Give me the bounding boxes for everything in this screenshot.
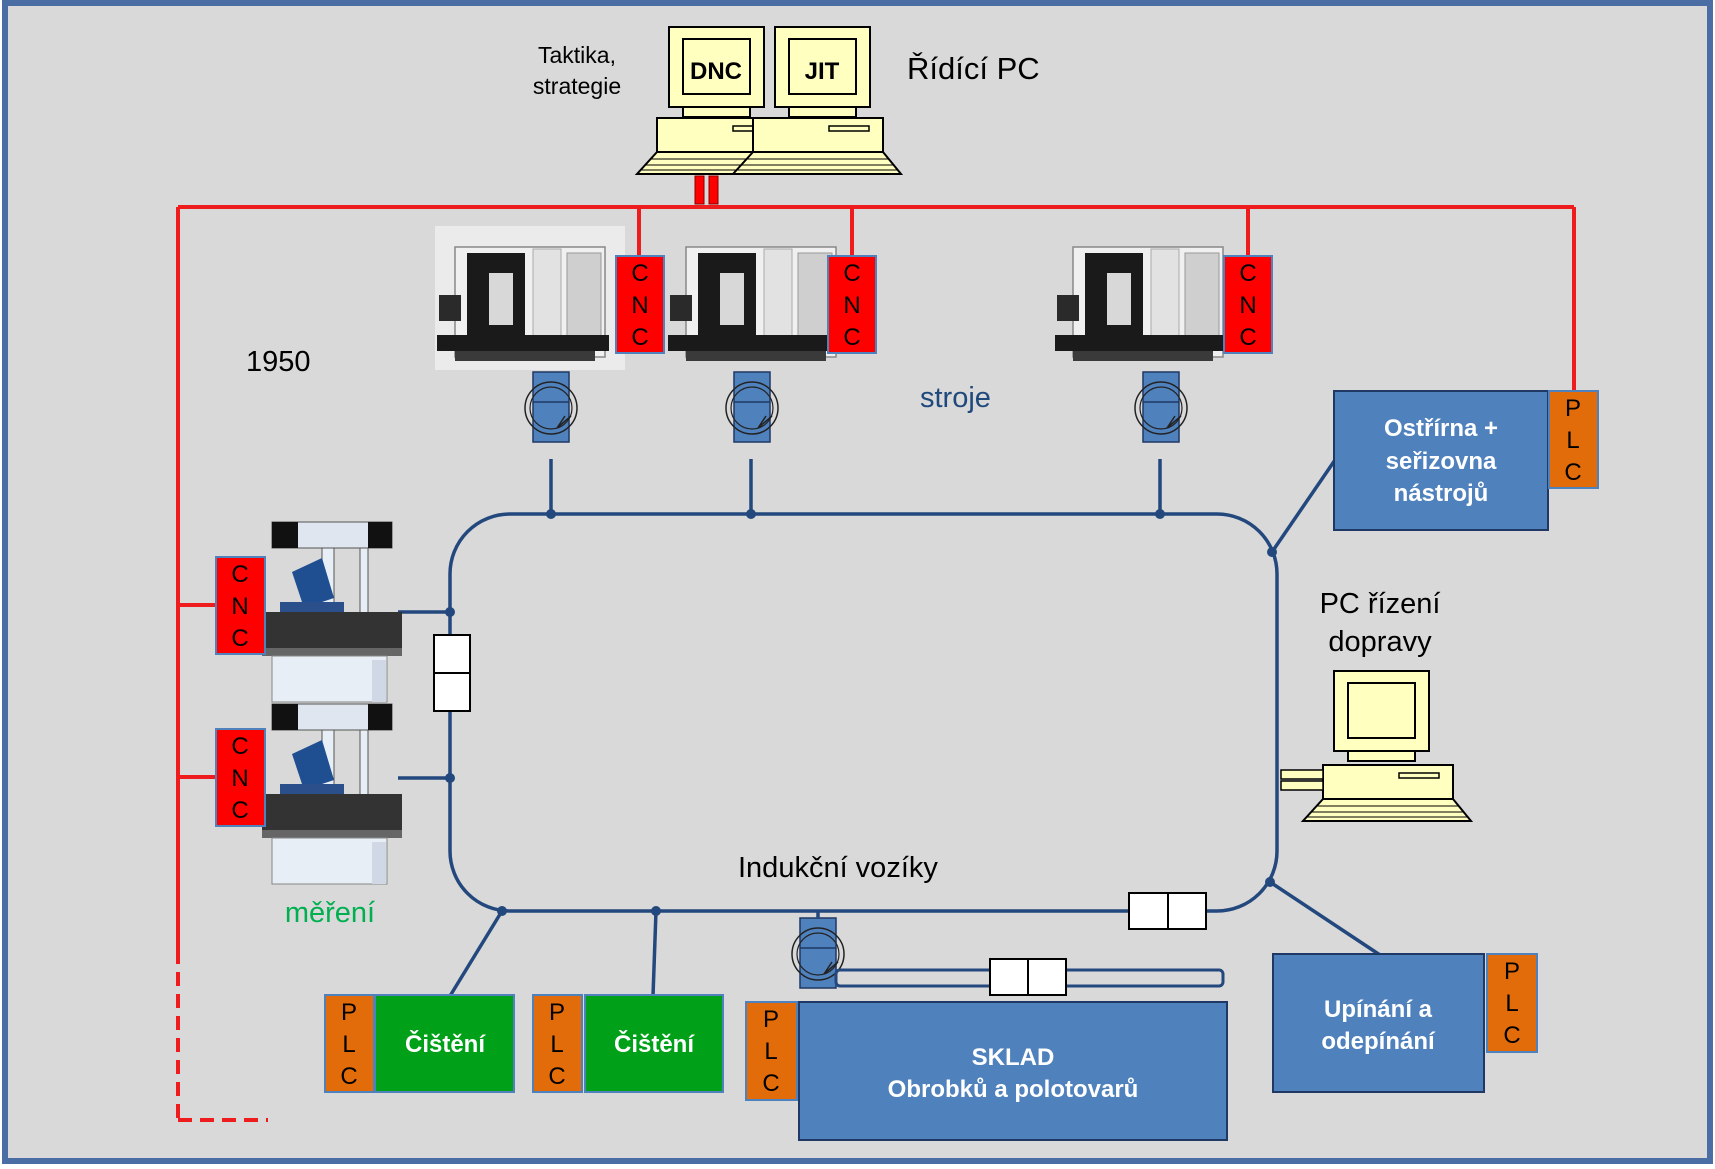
plc-letter: P: [1565, 395, 1581, 422]
dnc-label: DNC: [690, 58, 742, 85]
transport-pc-line2: dopravy: [1328, 626, 1432, 658]
machine-3: [1054, 246, 1228, 362]
cnc-letter: N: [231, 765, 248, 792]
induction-carts-label: Indukční vozíky: [738, 852, 938, 884]
pallet-rotator-3: [1134, 371, 1188, 443]
cnc-letter: C: [843, 324, 860, 351]
plc-letter: L: [1505, 990, 1518, 1017]
plc-box-clamping: P L C: [1486, 953, 1538, 1053]
cnc-letter: C: [231, 797, 248, 824]
cnc-box-machine-2: C N C: [827, 255, 877, 354]
cleaning-1-label: Čištění: [405, 1030, 486, 1058]
jit-label: JIT: [805, 58, 840, 85]
plc-letter: L: [550, 1031, 563, 1058]
plc-letter: C: [548, 1063, 565, 1090]
machines-label: stroje: [920, 382, 991, 414]
cnc-box-machine-1: C N C: [615, 255, 665, 354]
network-connector-right: [708, 175, 719, 205]
cnc-letter: C: [631, 324, 648, 351]
plc-box-cleaning-2: P L C: [532, 994, 583, 1093]
machine-1: [435, 226, 625, 370]
plc-letter: P: [1504, 958, 1520, 985]
cnc-letter: C: [631, 260, 648, 287]
tool-room-line2: seřizovna: [1386, 448, 1497, 475]
plc-letter: C: [762, 1070, 779, 1097]
cnc-letter: C: [843, 260, 860, 287]
warehouse-line2: Obrobků a polotovarů: [888, 1076, 1139, 1103]
cnc-letter: C: [231, 561, 248, 588]
transport-pc-cable: [1280, 769, 1324, 791]
plc-letter: P: [763, 1006, 779, 1033]
cnc-letter: C: [1239, 324, 1256, 351]
cnc-letter: C: [231, 733, 248, 760]
cleaning-station-2: Čištění: [584, 994, 724, 1093]
plc-letter: C: [340, 1063, 357, 1090]
induction-cart-warehouse: [989, 958, 1067, 996]
year-label: 1950: [246, 346, 311, 378]
cnc-letter: N: [231, 593, 248, 620]
plc-box-cleaning-1: P L C: [324, 994, 375, 1093]
cnc-box-machine-3: C N C: [1223, 255, 1273, 354]
induction-cart-bottom-right: [1128, 892, 1207, 930]
plc-box-tool-room: P L C: [1548, 390, 1599, 489]
machine-2: [667, 246, 841, 362]
tool-room-line1: Ostřírna +: [1384, 415, 1498, 442]
plc-letter: L: [764, 1038, 777, 1065]
track-junctions: [445, 509, 1277, 916]
clamping-line2: odepínání: [1321, 1028, 1436, 1055]
network-connector-left: [694, 175, 705, 205]
tactics-line1: Taktika,: [538, 42, 616, 68]
clamping-station: Upínání a odepínání: [1272, 953, 1485, 1093]
tool-room-station: Ostřírna + seřizovna nástrojů: [1333, 390, 1549, 531]
cnc-letter: N: [843, 292, 860, 319]
plc-letter: C: [1564, 459, 1581, 486]
tool-room-line3: nástrojů: [1394, 480, 1489, 507]
pallet-rotator-2: [725, 371, 779, 443]
plc-letter: P: [549, 999, 565, 1026]
control-pc-base: [636, 117, 902, 175]
tactics-line2: strategie: [533, 73, 621, 99]
plc-letter: L: [342, 1031, 355, 1058]
induction-cart-left: [433, 634, 471, 712]
network-bus: [176, 205, 1576, 1122]
cnc-box-measuring-1: C N C: [215, 556, 266, 655]
cleaning-2-label: Čištění: [614, 1030, 695, 1058]
pallet-rotator-1: [524, 371, 578, 443]
clamping-line1: Upínání a: [1324, 996, 1433, 1023]
cnc-letter: N: [1239, 292, 1256, 319]
transport-pc-line1: PC řízení: [1320, 588, 1441, 620]
warehouse-line1: SKLAD: [972, 1044, 1055, 1071]
control-pc-title: Řídící PC: [907, 51, 1040, 86]
cnc-box-measuring-2: C N C: [215, 728, 266, 827]
plc-box-warehouse: P L C: [745, 1001, 798, 1101]
plc-letter: P: [341, 999, 357, 1026]
cnc-letter: N: [631, 292, 648, 319]
warehouse-station: SKLAD Obrobků a polotovarů: [798, 1001, 1228, 1141]
cleaning-station-1: Čištění: [374, 994, 515, 1093]
plc-letter: C: [1503, 1022, 1520, 1049]
cnc-letter: C: [1239, 260, 1256, 287]
measurement-label: měření: [285, 897, 375, 929]
transport-track: [398, 459, 1381, 997]
plc-letter: L: [1566, 427, 1579, 454]
cnc-letter: C: [231, 625, 248, 652]
